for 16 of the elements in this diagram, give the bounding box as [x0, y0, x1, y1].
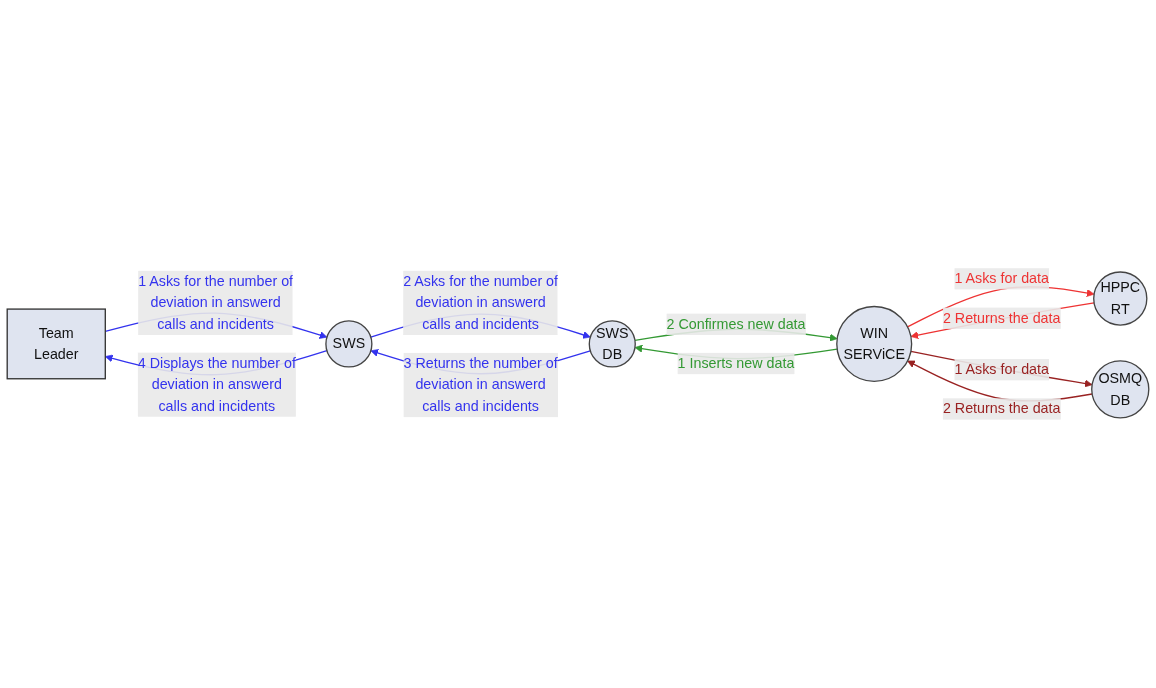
edge-label: 2 Asks for the number of deviation in answerd calls and incidents	[403, 273, 559, 332]
node-circle: WIN SERViCE	[836, 305, 913, 383]
edge-label: 1 Asks for data	[954, 270, 1049, 287]
edge-label: 2 Returns the data	[942, 310, 1061, 326]
node-circle: SWS	[325, 320, 373, 368]
node-circle: OSMQ DB	[1091, 360, 1150, 419]
edge-label: 2 Confirmes new data	[666, 316, 806, 332]
node-box: Team Leader	[6, 308, 106, 380]
edge-label: 1 Inserts new data	[677, 355, 795, 371]
edge-label: 1 Asks for the number of deviation in answerd calls and incidents	[138, 273, 294, 332]
node-circle: HPPC RT	[1093, 271, 1148, 326]
edge-label: 1 Asks for data	[954, 361, 1049, 377]
edge-label: 3 Returns the number of deviation in answerd calls and incidents	[403, 355, 558, 414]
edge-label: 2 Returns the data	[942, 401, 1061, 417]
node-circle: SWS DB	[588, 320, 636, 368]
edge-label: 4 Displays the number of deviation in answerd calls and incidents	[137, 355, 296, 414]
